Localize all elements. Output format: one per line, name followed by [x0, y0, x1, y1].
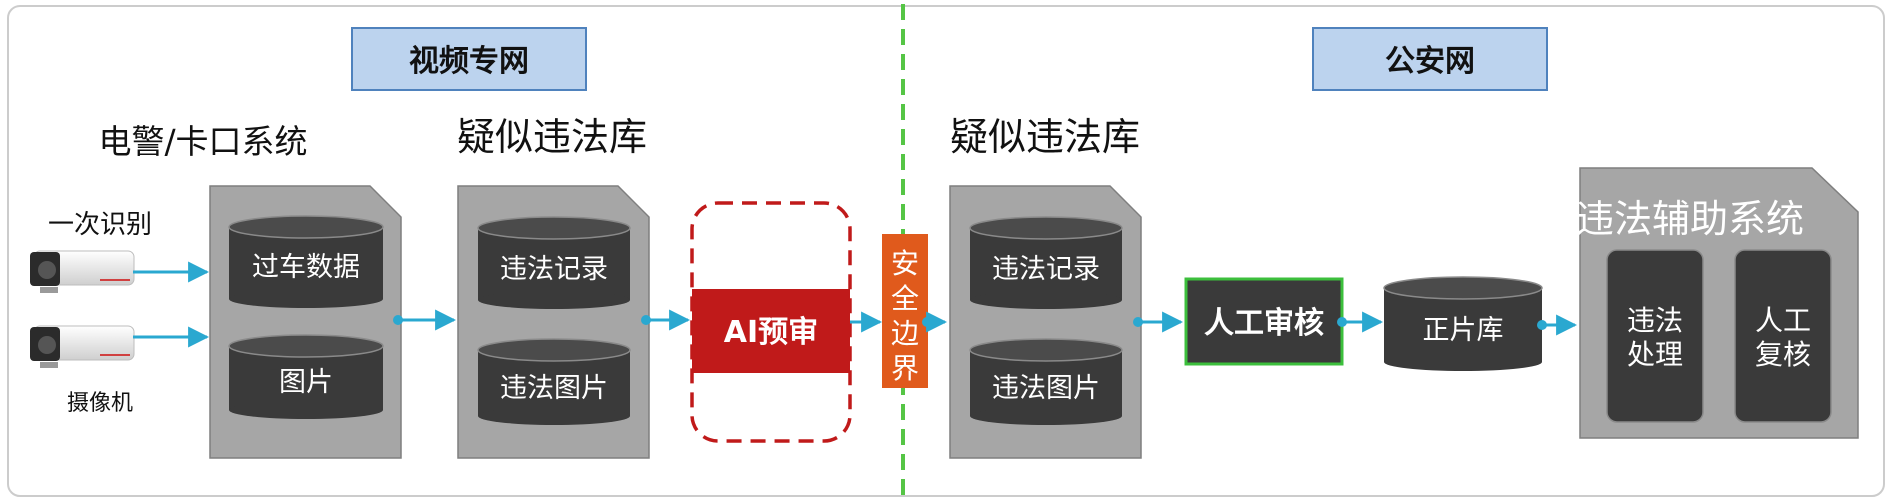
first-recognition-label: 一次识别 [48, 210, 152, 240]
camera-icon [30, 250, 135, 293]
positive-db-icon [1383, 276, 1543, 371]
violation-image-db-icon [477, 338, 631, 425]
positive-db-label: 正片库 [1423, 315, 1504, 346]
violation-record-label: 违法记录 [500, 254, 608, 285]
violation-image-db-icon [969, 338, 1123, 425]
image-db-label: 图片 [279, 367, 333, 398]
vehicle-data-db-icon [228, 215, 384, 308]
video-network-header-box [351, 27, 587, 91]
manual-recheck-line1: 人工 [1755, 304, 1811, 337]
police-network-header-box [1312, 27, 1548, 91]
video-network-header: 视频专网 [409, 44, 529, 79]
violation-record-label-right: 违法记录 [992, 254, 1100, 285]
camera-label: 摄像机 [67, 391, 133, 416]
suspect-db-title-right: 疑似违法库 [950, 115, 1140, 159]
manual-review-box [1184, 277, 1344, 366]
ai-review-label: AI预审 [724, 315, 818, 350]
aux-system-title: 违法辅助系统 [1576, 197, 1804, 241]
vehicle-data-label: 过车数据 [252, 252, 360, 283]
violation-record-db-icon [969, 216, 1123, 309]
violation-processing-line2: 处理 [1627, 338, 1683, 371]
boundary-char: 全 [891, 282, 919, 315]
boundary-char: 安 [891, 247, 919, 280]
system-title: 电警/卡口系统 [98, 122, 307, 161]
violation-processing-line1: 违法 [1627, 304, 1683, 337]
ai-review-box [692, 289, 850, 373]
suspect-db-title: 疑似违法库 [457, 115, 647, 159]
boundary-char: 边 [891, 317, 919, 350]
image-db-icon [228, 334, 384, 419]
violation-image-label-right: 违法图片 [992, 373, 1100, 404]
manual-recheck-module [1734, 249, 1832, 423]
violation-processing-module [1606, 249, 1704, 423]
security-boundary-box [882, 234, 928, 388]
manual-review-label: 人工审核 [1204, 306, 1324, 341]
police-network-header: 公安网 [1385, 44, 1475, 79]
violation-image-label: 违法图片 [500, 373, 608, 404]
violation-record-db-icon [477, 216, 631, 309]
boundary-char: 界 [891, 352, 919, 385]
manual-recheck-line2: 复核 [1755, 338, 1811, 371]
camera-icon [30, 325, 135, 368]
